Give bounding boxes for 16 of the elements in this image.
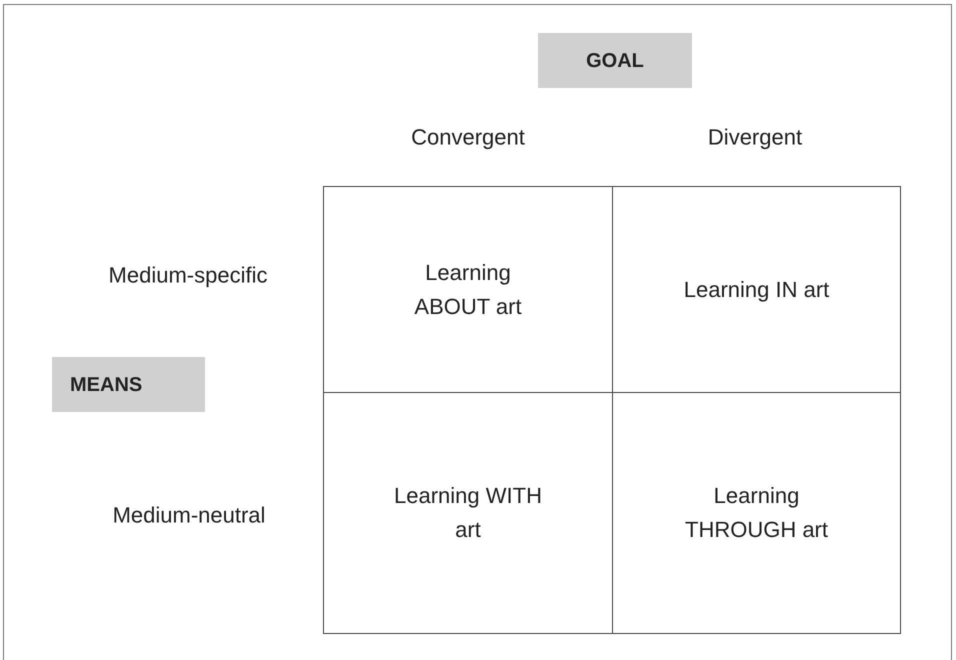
cell-text: Learning WITH art	[393, 482, 543, 544]
cell-text: Learning THROUGH art	[684, 482, 829, 544]
matrix-cell	[323, 392, 613, 634]
matrix-cell	[612, 392, 901, 634]
header-tag	[52, 357, 205, 412]
axis-label: Medium-specific	[108, 262, 268, 290]
axis-title: GOAL	[586, 48, 644, 74]
cell-text: Learning ABOUT art	[413, 258, 523, 320]
axis-title: MEANS	[70, 372, 142, 398]
matrix-cell	[612, 186, 901, 393]
header-tag	[538, 33, 692, 88]
axis-label: Medium-neutral	[112, 502, 266, 530]
matrix-cell	[323, 186, 613, 393]
axis-label: Convergent	[411, 124, 525, 152]
cell-text: Learning IN art	[684, 276, 830, 304]
axis-label: Divergent	[708, 124, 802, 152]
